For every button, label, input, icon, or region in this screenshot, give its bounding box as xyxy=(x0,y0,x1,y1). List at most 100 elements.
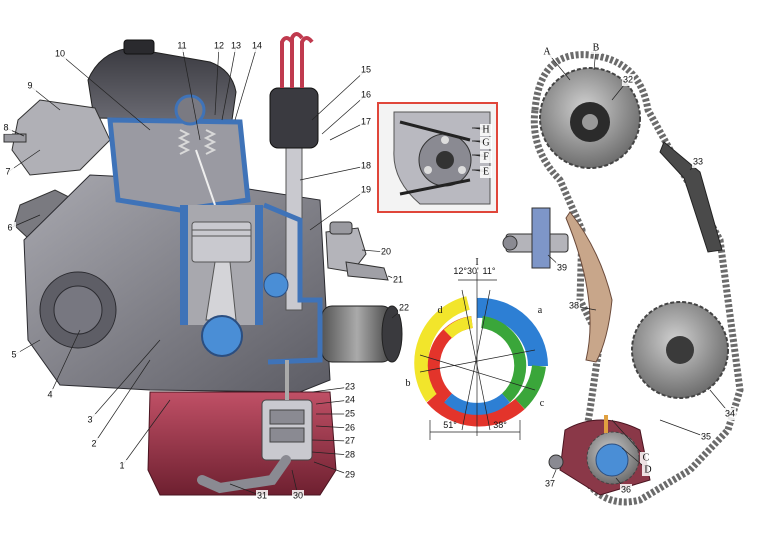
callout-bg-chain-B xyxy=(590,42,602,54)
callout-engine-27: 27 xyxy=(345,435,355,445)
inset-belt xyxy=(399,120,471,196)
callout-bg-inset-F xyxy=(480,151,492,163)
callout-chain-D: D xyxy=(644,464,651,475)
manifold-stud xyxy=(3,133,27,143)
callout-chain-39: 39 xyxy=(557,262,567,272)
intermediate-sprocket-hub xyxy=(666,336,694,364)
callout-bg-engine-2 xyxy=(88,438,100,450)
callout-engine-20: 20 xyxy=(381,246,391,256)
intake-manifold xyxy=(11,99,111,176)
timing-chain-drive xyxy=(502,51,744,506)
callout-chain-B: B xyxy=(593,42,600,53)
oil-pump xyxy=(261,360,313,461)
cylinder-wall-left xyxy=(180,205,188,325)
inset-hub xyxy=(436,151,454,169)
timing-label-c: c xyxy=(540,398,545,409)
connecting-rod xyxy=(205,261,237,321)
crank-key xyxy=(604,415,608,433)
callout-bg-chain-38 xyxy=(568,300,580,312)
ring-yellow xyxy=(414,296,470,402)
callout-engine-22: 22 xyxy=(399,302,409,312)
callout-bg-engine-7 xyxy=(2,166,14,178)
callout-bg-chain-C xyxy=(640,452,652,464)
leader-engine-10 xyxy=(59,53,151,131)
callout-bg-engine-9 xyxy=(24,80,36,92)
callout-engine-19: 19 xyxy=(361,184,371,194)
leader-engine-19 xyxy=(309,189,367,231)
callout-bg-engine-1 xyxy=(116,460,128,472)
leader-engine-23 xyxy=(311,386,351,393)
timing-inset xyxy=(377,102,498,213)
distributor-body xyxy=(269,87,319,149)
timing-angle-top-left: 12°30' xyxy=(453,266,479,276)
leader-engine-28 xyxy=(311,451,351,456)
callout-bg-engine-3 xyxy=(84,414,96,426)
callout-engine-12: 12 xyxy=(214,40,224,50)
callout-inset-E: E xyxy=(483,166,489,177)
callout-bg-engine-12 xyxy=(213,40,225,52)
callout-bg-chain-32 xyxy=(622,74,634,86)
callout-bg-engine-30 xyxy=(292,490,304,502)
callout-engine-5: 5 xyxy=(11,349,16,359)
callout-engine-11: 11 xyxy=(177,40,186,50)
cylinder-wall-right xyxy=(255,205,263,325)
leader-engine-4 xyxy=(49,329,81,396)
callout-bg-engine-4 xyxy=(44,389,56,401)
callout-bg-chain-35 xyxy=(700,431,712,443)
callout-bg-chain-39 xyxy=(556,262,568,274)
callout-chain-A: A xyxy=(543,46,551,57)
callout-engine-26: 26 xyxy=(345,422,355,432)
callout-bg-engine-14 xyxy=(251,40,263,52)
chain-stopper xyxy=(548,454,564,470)
callout-bg-engine-29 xyxy=(344,469,356,481)
callout-chain-38: 38 xyxy=(569,300,579,310)
callout-chain-32: 32 xyxy=(623,74,633,84)
callout-bg-engine-31 xyxy=(256,490,268,502)
leader-chain-35 xyxy=(659,419,707,438)
callout-engine-16: 16 xyxy=(361,89,371,99)
callout-bg-engine-24 xyxy=(344,394,356,406)
callout-engine-28: 28 xyxy=(345,449,355,459)
callout-engine-31: 31 xyxy=(257,490,267,500)
callout-bg-engine-10 xyxy=(54,48,66,60)
callout-chain-37: 37 xyxy=(545,478,555,488)
valve-cover xyxy=(87,47,237,121)
callout-bg-engine-11 xyxy=(176,40,188,52)
engine-cutaway xyxy=(3,32,403,496)
leader-engine-1 xyxy=(121,399,171,467)
cylinder-head-section xyxy=(107,117,251,213)
valve-timing-diagram xyxy=(414,272,549,440)
callout-bg-engine-20 xyxy=(380,246,392,258)
leader-engine-18 xyxy=(299,165,367,181)
callout-bg-engine-25 xyxy=(344,408,356,420)
callout-engine-14: 14 xyxy=(252,40,262,50)
callout-bg-engine-15 xyxy=(360,64,372,76)
crank-journal xyxy=(201,315,243,357)
callout-engine-23: 23 xyxy=(345,381,355,391)
timing-angle-bottom-left: 51° xyxy=(443,420,457,430)
timing-lines xyxy=(419,272,536,440)
callout-engine-4: 4 xyxy=(47,389,52,399)
callout-engine-7: 7 xyxy=(5,166,10,176)
callout-engine-1: 1 xyxy=(119,460,124,470)
timing-label-d: d xyxy=(438,305,443,316)
callout-chain-C: C xyxy=(643,452,650,463)
callout-engine-17: 17 xyxy=(361,116,371,126)
callout-chain-33: 33 xyxy=(693,156,703,166)
callout-bg-engine-16 xyxy=(360,89,372,101)
timing-label-a: a xyxy=(538,305,543,316)
leader-engine-27 xyxy=(311,439,351,442)
callout-bg-engine-6 xyxy=(4,222,16,234)
fuel-pump xyxy=(325,227,367,273)
callout-bg-engine-22 xyxy=(398,302,410,314)
housing-hub xyxy=(53,285,103,335)
callout-engine-9: 9 xyxy=(27,80,32,90)
callout-engine-18: 18 xyxy=(361,160,371,170)
leader-engine-2 xyxy=(93,359,151,445)
ring-green-outer xyxy=(514,364,546,410)
inset-hole-3 xyxy=(458,166,466,174)
valve-springs xyxy=(177,129,217,155)
